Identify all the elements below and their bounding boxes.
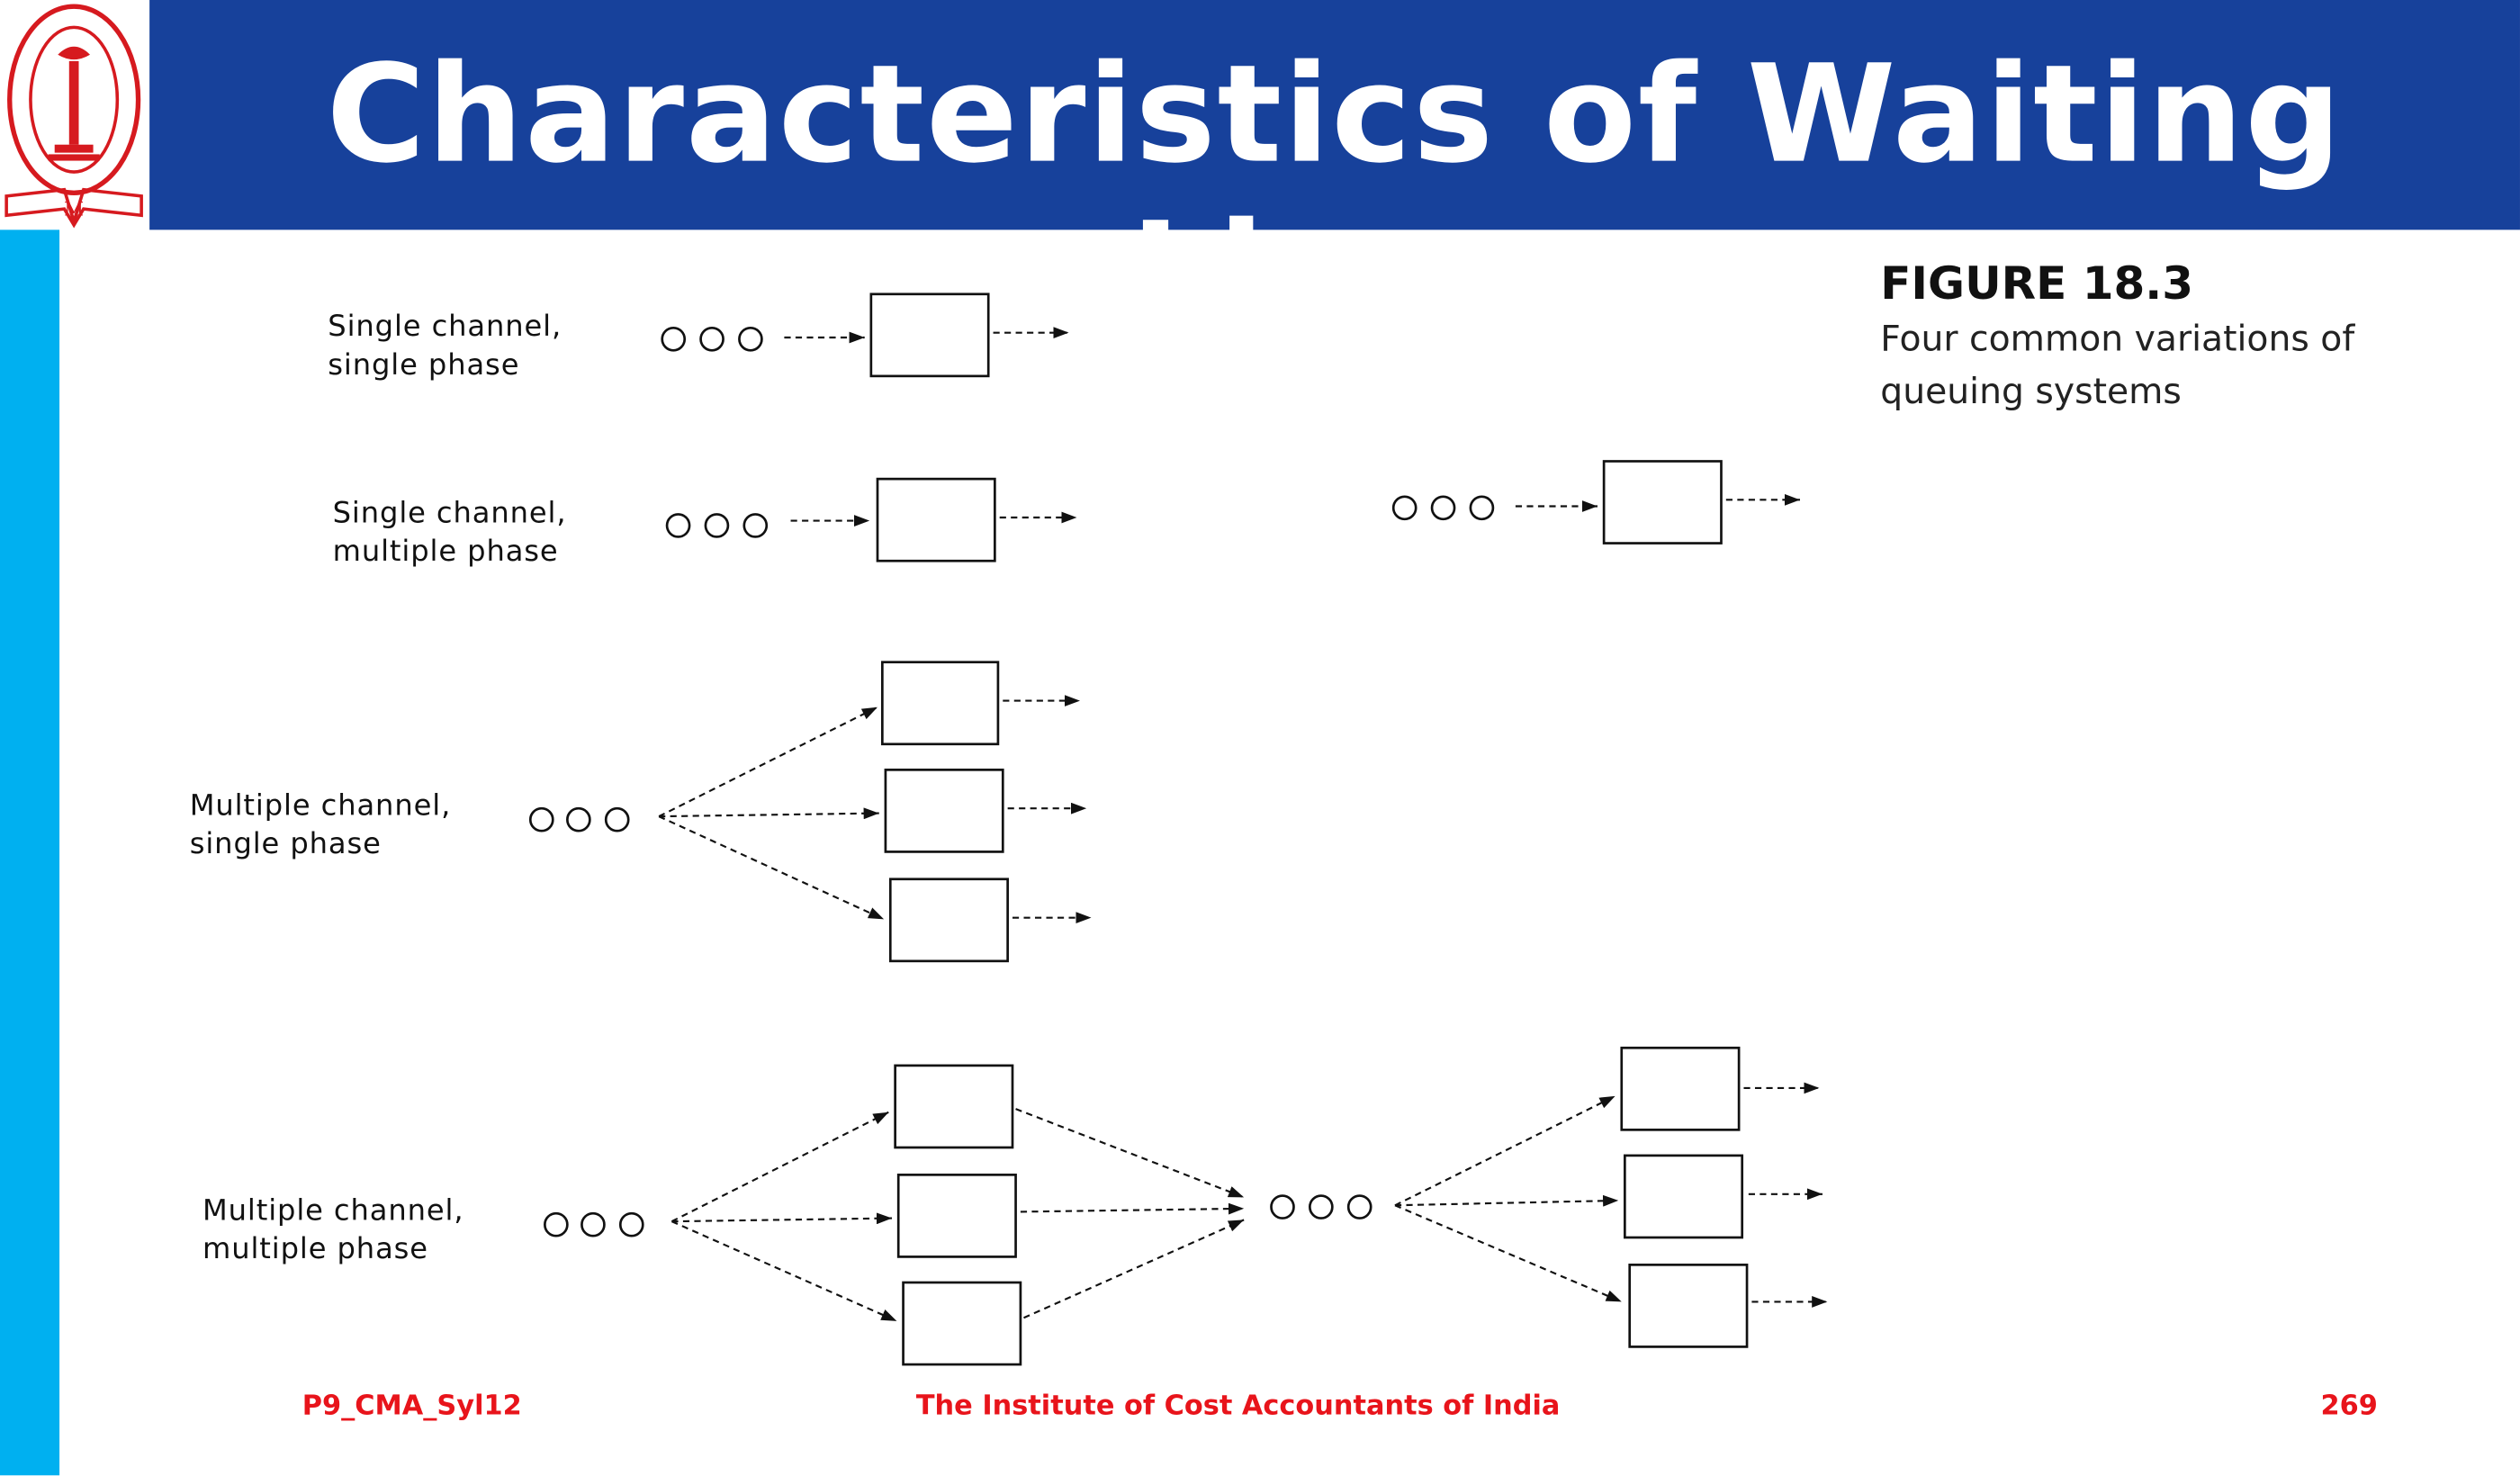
row-label-multiple-multiple: Multiple channel, multiple phase bbox=[202, 1192, 464, 1270]
header-bar: Characteristics of Waiting Lines bbox=[149, 0, 2520, 350]
institute-logo: M bbox=[0, 0, 150, 230]
footer-code: P9_CMA_Syl12 bbox=[302, 1390, 522, 1423]
figure-caption: Four common variations of queuing system… bbox=[1880, 320, 2355, 413]
label-line: Single channel, bbox=[332, 496, 567, 531]
label-line: single phase bbox=[328, 348, 520, 382]
row-label-single-multiple: Single channel, multiple phase bbox=[333, 495, 567, 572]
service-box bbox=[869, 292, 990, 378]
svg-text:M: M bbox=[64, 198, 84, 220]
row-label-single-single: Single channel, single phase bbox=[328, 309, 562, 386]
label-line: multiple phase bbox=[202, 1232, 428, 1267]
left-accent-bar bbox=[0, 230, 60, 1476]
footer-institute: The Institute of Cost Accountants of Ind… bbox=[915, 1390, 1561, 1423]
label-line: Single channel, bbox=[328, 310, 562, 345]
flow-arrows bbox=[658, 327, 1828, 1322]
label-line: Multiple channel, bbox=[202, 1193, 464, 1228]
row-label-multiple-single: Multiple channel, single phase bbox=[190, 788, 451, 865]
label-line: multiple phase bbox=[332, 535, 559, 570]
label-line: single phase bbox=[189, 827, 382, 862]
queue-circles bbox=[661, 326, 763, 352]
figure-title: FIGURE 18.3 bbox=[1880, 256, 2194, 310]
label-line: Multiple channel, bbox=[189, 788, 452, 824]
slide-title: Characteristics of Waiting Lines bbox=[326, 35, 2344, 351]
page-number: 269 bbox=[2320, 1390, 2378, 1423]
